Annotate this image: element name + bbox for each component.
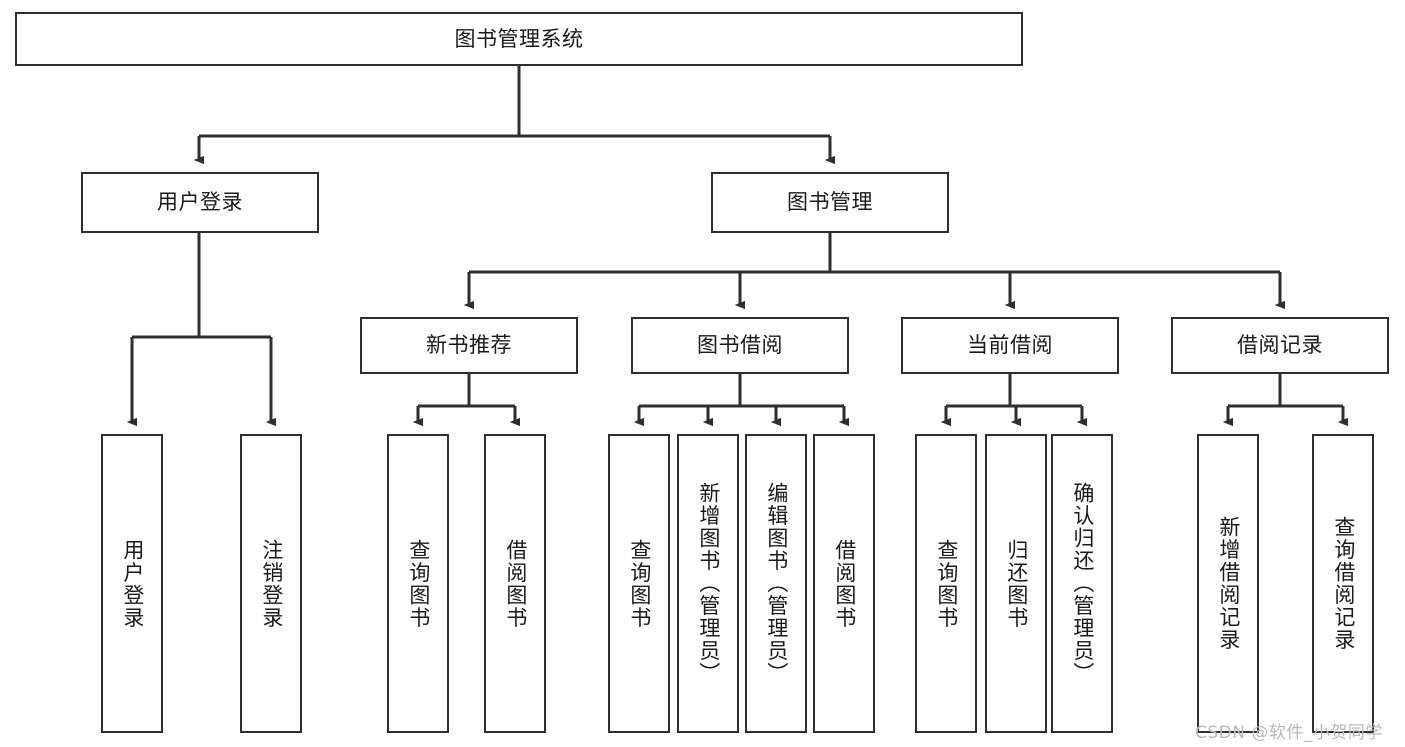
node-book-borrow-label: 图书借阅: [697, 333, 783, 357]
node-leaf-user-login[interactable]: 用户登录: [101, 434, 163, 733]
node-borrow-record[interactable]: 借阅记录: [1171, 317, 1389, 374]
edges-userlogin-to-leaves: [132, 233, 271, 422]
node-leaf-borrow-book-1-label: 借阅图书: [503, 538, 528, 629]
edges-newbook-to-leaves: [418, 374, 515, 422]
node-borrow-record-label: 借阅记录: [1237, 333, 1323, 357]
node-user-login-label: 用户登录: [157, 190, 243, 214]
node-leaf-edit-book-admin[interactable]: 编辑图书（管理员）: [745, 434, 807, 733]
node-root-label: 图书管理系统: [454, 26, 584, 51]
node-leaf-query-book-1[interactable]: 查询图书: [387, 434, 449, 733]
node-leaf-logout-login[interactable]: 注销登录: [240, 434, 302, 733]
node-leaf-borrow-book-2[interactable]: 借阅图书: [813, 434, 875, 733]
node-leaf-query-borrow-record[interactable]: 查询借阅记录: [1312, 434, 1374, 733]
node-leaf-borrow-book-1[interactable]: 借阅图书: [484, 434, 546, 733]
node-leaf-logout-login-label: 注销登录: [259, 538, 284, 629]
node-leaf-add-book-admin-label: 新增图书（管理员）: [696, 482, 721, 685]
node-leaf-edit-book-admin-label: 编辑图书（管理员）: [764, 482, 789, 685]
node-leaf-return-book[interactable]: 归还图书: [985, 434, 1047, 733]
node-leaf-confirm-return-admin[interactable]: 确认归还（管理员）: [1051, 434, 1113, 733]
node-root-book-management-system[interactable]: 图书管理系统: [15, 12, 1023, 66]
edges-borrowrecord-to-leaves: [1228, 374, 1343, 422]
node-leaf-return-book-label: 归还图书: [1004, 538, 1029, 629]
node-leaf-confirm-return-admin-label: 确认归还（管理员）: [1070, 482, 1095, 685]
node-leaf-borrow-book-2-label: 借阅图书: [832, 538, 857, 629]
node-leaf-query-book-3-label: 查询图书: [934, 538, 959, 629]
edges-root-to-level2: [199, 66, 830, 160]
edges-currentborrow-to-leaves: [946, 374, 1082, 422]
edges-bookmanage-to-level3: [469, 233, 1280, 305]
node-leaf-query-book-2-label: 查询图书: [627, 538, 652, 629]
node-leaf-query-borrow-record-label: 查询借阅记录: [1331, 516, 1356, 651]
node-leaf-add-borrow-record[interactable]: 新增借阅记录: [1197, 434, 1259, 733]
node-current-borrow-label: 当前借阅: [967, 333, 1053, 357]
node-book-borrow[interactable]: 图书借阅: [631, 317, 849, 374]
node-user-login[interactable]: 用户登录: [81, 172, 319, 233]
node-book-management[interactable]: 图书管理: [711, 172, 949, 233]
node-leaf-add-borrow-record-label: 新增借阅记录: [1216, 516, 1241, 651]
node-current-borrow[interactable]: 当前借阅: [901, 317, 1119, 374]
node-book-management-label: 图书管理: [787, 190, 873, 214]
node-leaf-user-login-label: 用户登录: [120, 538, 145, 629]
node-leaf-query-book-3[interactable]: 查询图书: [915, 434, 977, 733]
node-new-book-recommend-label: 新书推荐: [426, 333, 512, 357]
node-leaf-query-book-1-label: 查询图书: [406, 538, 431, 629]
node-new-book-recommend[interactable]: 新书推荐: [360, 317, 578, 374]
edges-bookborrow-to-leaves: [639, 374, 844, 422]
node-leaf-add-book-admin[interactable]: 新增图书（管理员）: [677, 434, 739, 733]
node-leaf-query-book-2[interactable]: 查询图书: [608, 434, 670, 733]
